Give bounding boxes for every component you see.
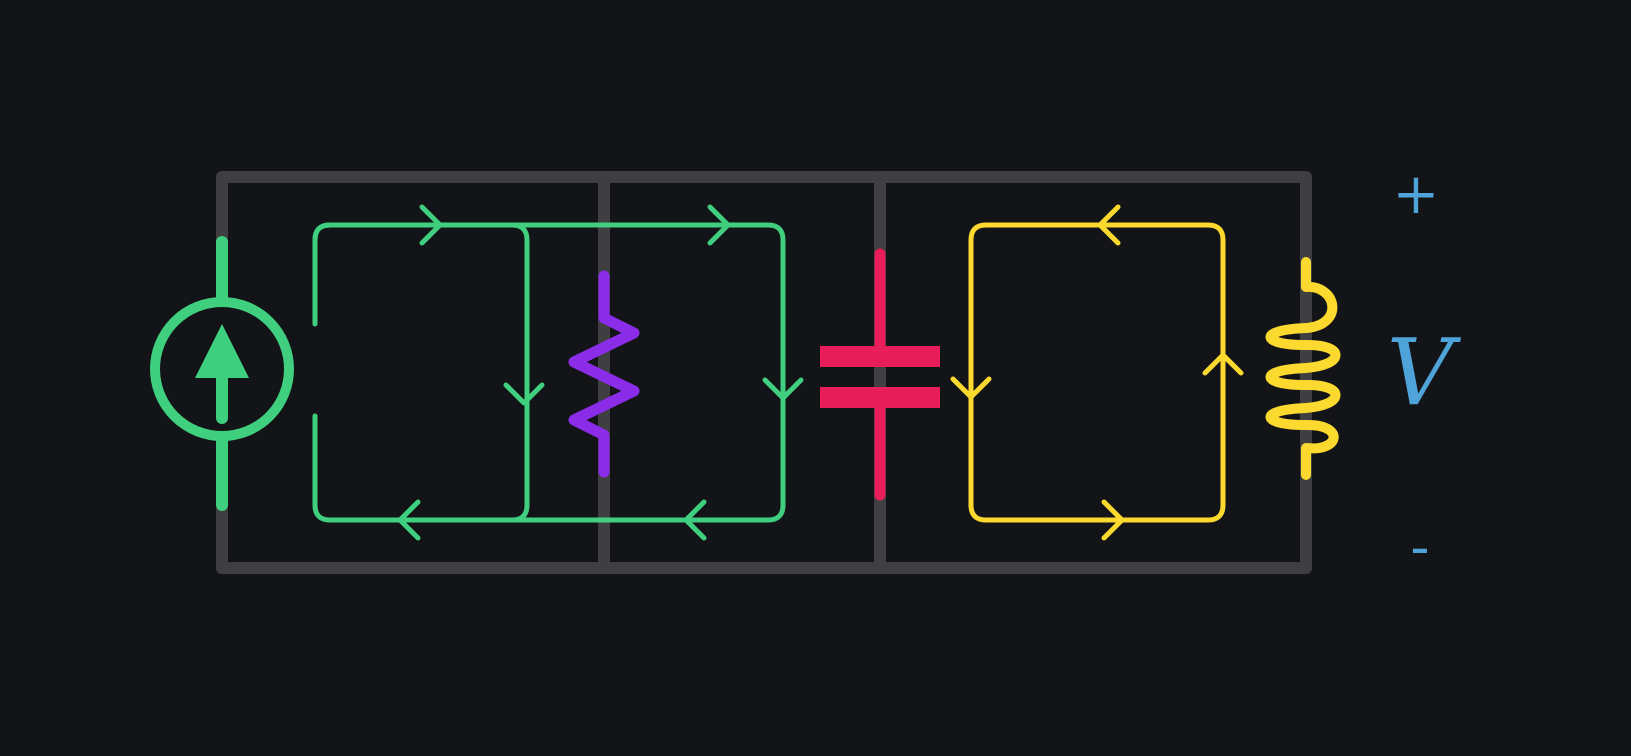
loop-arrow-bottom-left-icon [397, 499, 421, 541]
source-loop-inner [312, 222, 530, 523]
loop-arrow-right-down-icon [762, 377, 804, 401]
current-source [150, 236, 294, 511]
loop-arrow-top-left-icon [419, 204, 443, 246]
inductor [1265, 257, 1341, 480]
voltage-labels: + V - [1387, 162, 1462, 580]
wire-frame [216, 171, 1312, 574]
voltage-label: V [1387, 319, 1462, 426]
resistor-zigzag [568, 270, 640, 478]
loop-arrow-top-right-icon [707, 204, 731, 246]
capacitor [820, 248, 940, 501]
inductor-loop-arrow-left-down-icon [950, 376, 992, 400]
inductor-current-loop [950, 204, 1244, 541]
capacitor-plate-bottom [820, 387, 940, 408]
inductor-coil-icon [1265, 257, 1341, 480]
inductor-loop-arrow-top-icon [1097, 204, 1121, 246]
inductor-loop-arrow-right-up-icon [1202, 352, 1244, 376]
capacitor-plate-top [820, 346, 940, 367]
current-source-arrow-up-icon [195, 324, 249, 378]
source-current-loops [312, 204, 804, 541]
resistor [568, 270, 640, 478]
loop-arrow-bottom-right-icon [683, 499, 707, 541]
minus-label: - [1411, 515, 1430, 580]
loop-arrow-mid-down-icon [503, 382, 545, 406]
inductor-loop-path [968, 222, 1226, 523]
inductor-loop-arrow-bottom-icon [1101, 499, 1125, 541]
source-loop-outer [312, 222, 786, 523]
plus-label: + [1393, 162, 1440, 227]
outer-wire [216, 171, 1312, 574]
